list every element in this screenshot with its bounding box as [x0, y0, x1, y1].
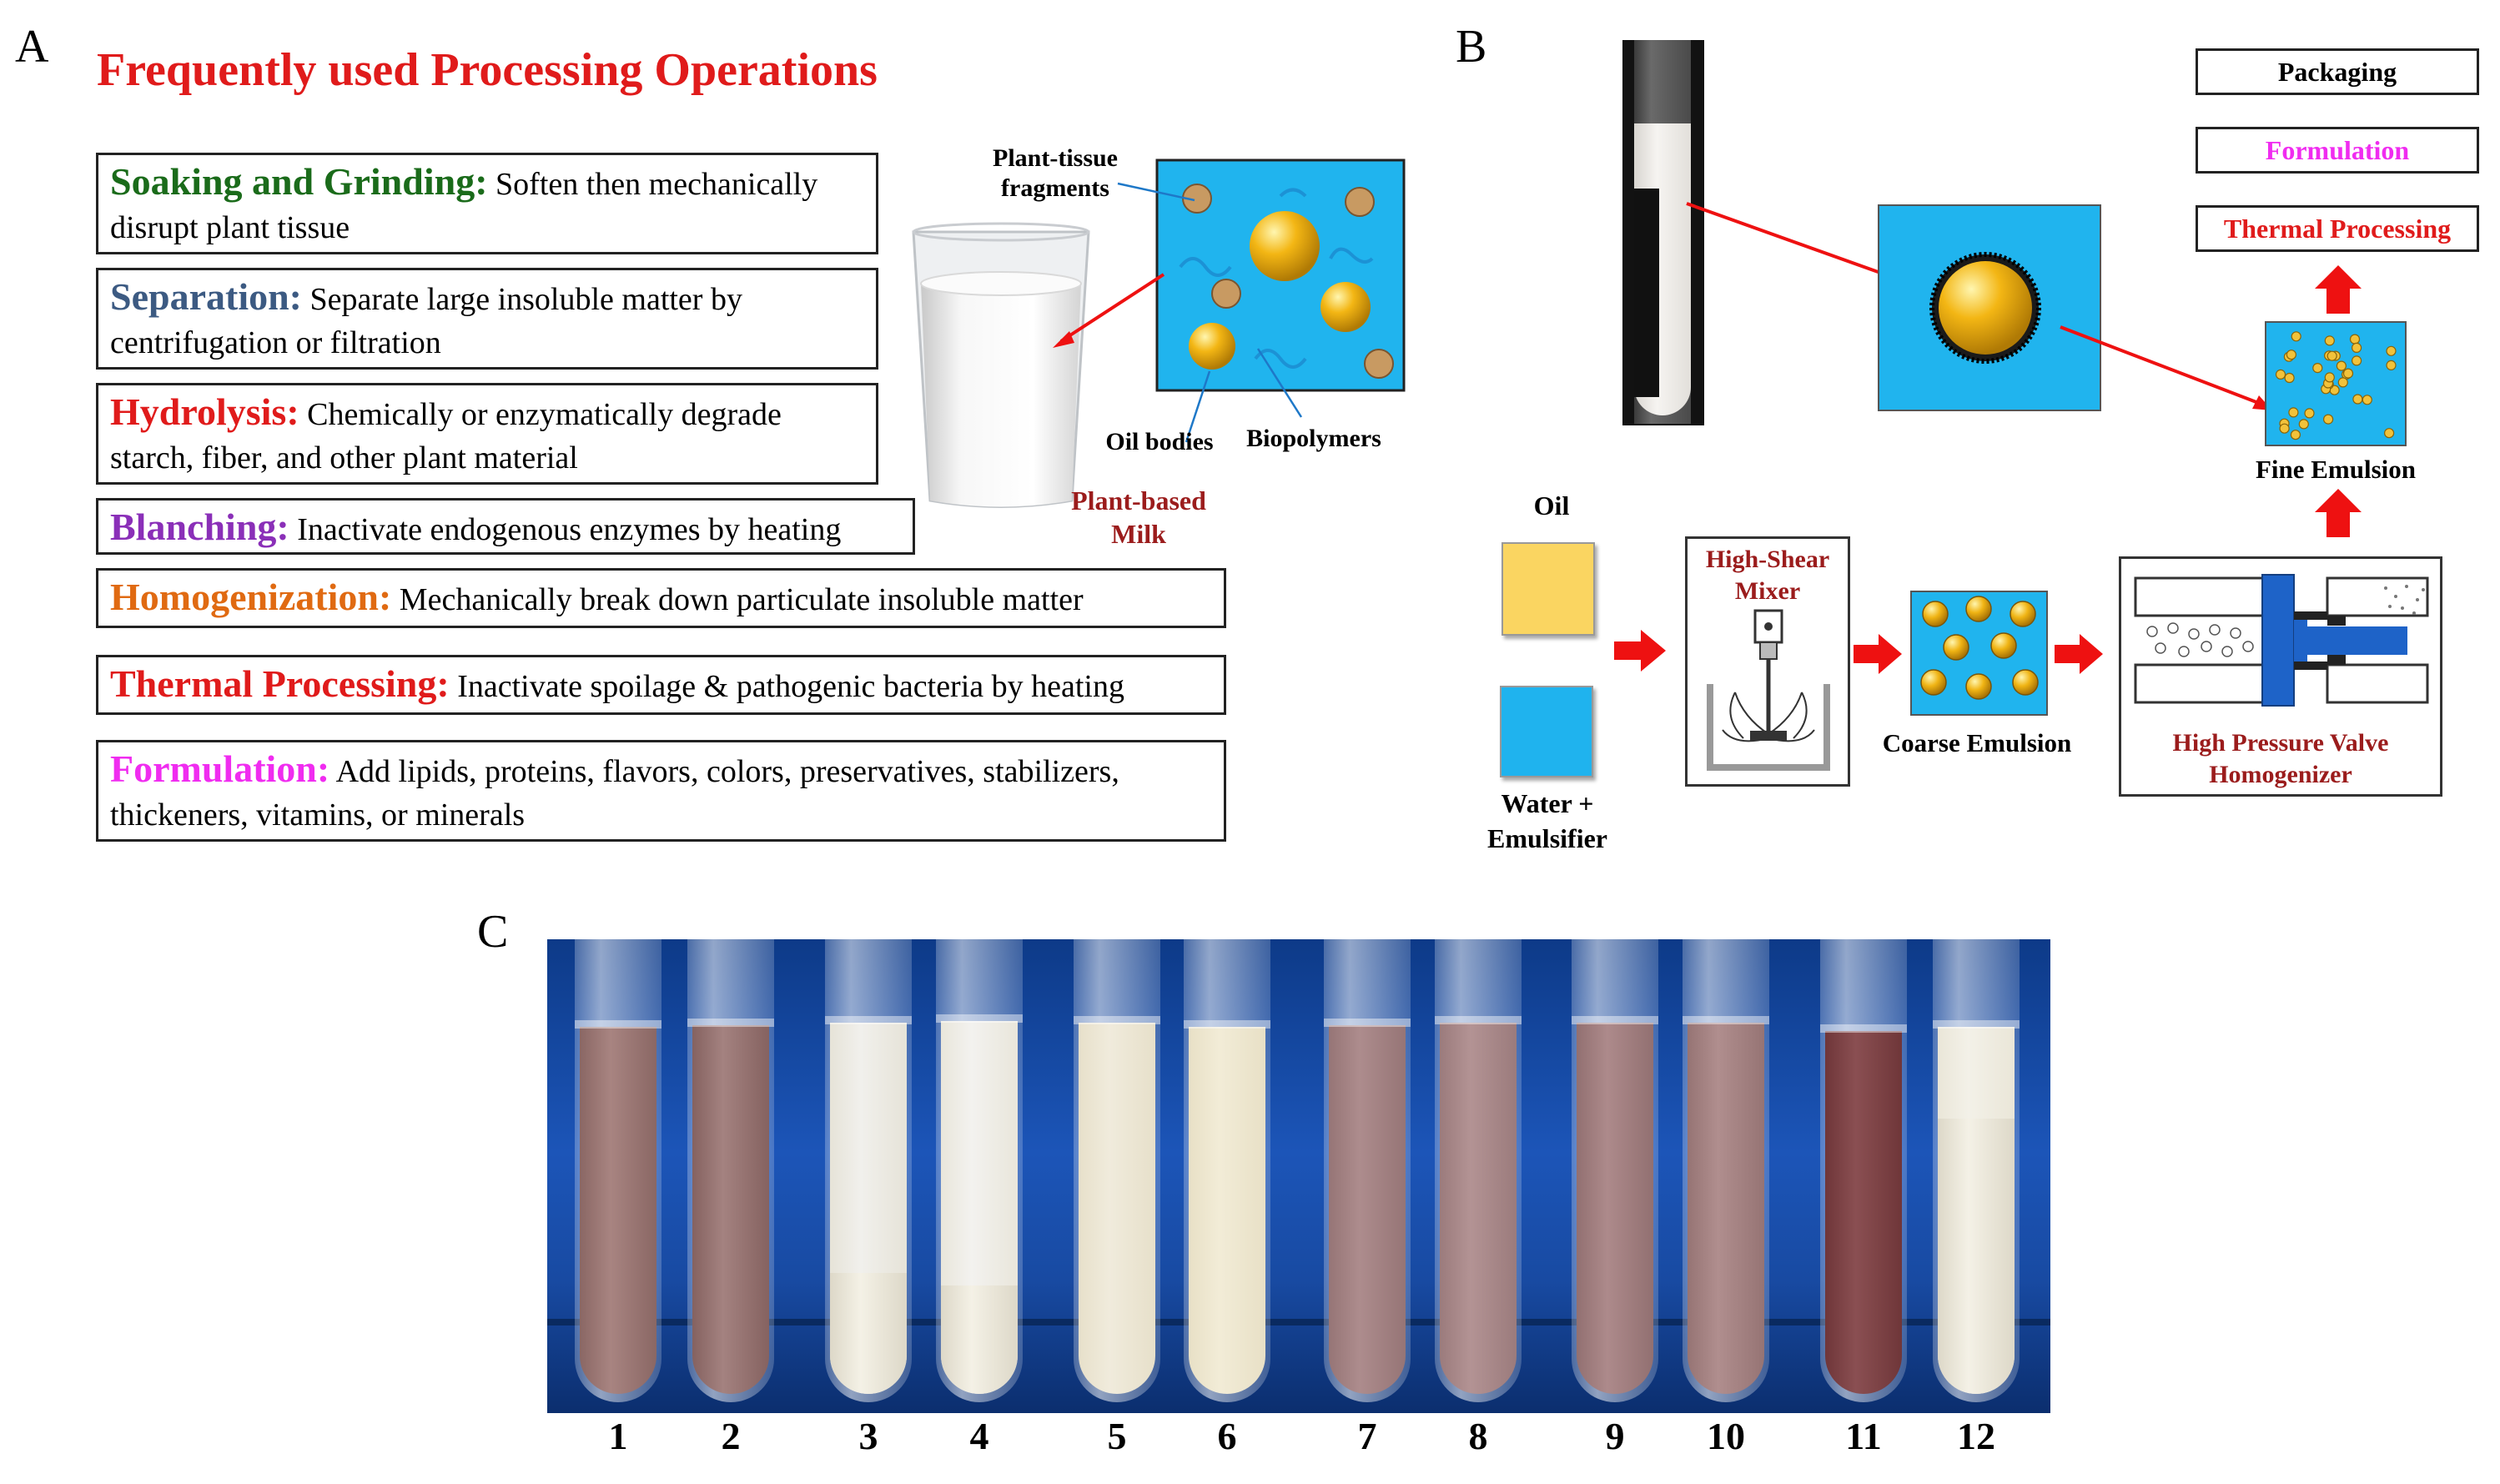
stack-step-box: Thermal Processing [2196, 205, 2479, 252]
arrow-to-mixer [1614, 630, 1666, 672]
panel-letter-b: B [1456, 21, 1487, 73]
emulsion-tube-photo [1622, 40, 1704, 425]
sample-tube [575, 939, 661, 1402]
operation-description: Soften then mechanically disrupt plant t… [110, 167, 818, 245]
homogenizer-valve-icon [2134, 574, 2429, 707]
operation-description: Inactivate endogenous enzymes by heating [289, 512, 842, 547]
operation-box: Separation: Separate large insoluble mat… [96, 268, 878, 370]
tube-number: 7 [1357, 1415, 1377, 1457]
water-phase-square [1500, 686, 1593, 777]
tube-number: 12 [1957, 1415, 1995, 1457]
tubes-photo [547, 939, 2050, 1413]
tube-number: 10 [1707, 1415, 1745, 1457]
operation-box: Homogenization: Mechanically break down … [96, 568, 1226, 628]
stack-step-box: Packaging [2196, 48, 2479, 95]
milk-arrow [1053, 273, 1165, 348]
operation-term: Separation: [110, 275, 302, 318]
sample-tube [1572, 939, 1658, 1402]
operation-term: Formulation: [110, 747, 330, 790]
tube-number: 4 [969, 1415, 989, 1457]
panel-letter-c: C [477, 906, 509, 958]
tube-number: 11 [1845, 1415, 1882, 1457]
fine-emulsion-label: Fine Emulsion [2255, 455, 2417, 484]
arrow-to-coarse [1854, 634, 1902, 674]
operation-box: Soaking and Grinding: Soften then mechan… [96, 153, 878, 254]
stack-step-box: Formulation [2196, 127, 2479, 174]
fine-emulsion-box [2265, 321, 2407, 446]
panel-letter-a: A [15, 21, 49, 73]
tube-number: 8 [1468, 1415, 1488, 1457]
sample-tube [1820, 939, 1907, 1402]
homogenizer-label: High Pressure Valve Homogenizer [2172, 729, 2389, 788]
operation-description: Inactivate spoilage & pathogenic bacteri… [449, 669, 1124, 704]
droplet-to-fine-arrow [2060, 325, 2272, 410]
water-emulsifier-label: Water + Emulsifier [1487, 788, 1607, 853]
sample-tube [1074, 939, 1160, 1402]
operation-term: Hydrolysis: [110, 390, 299, 433]
up-arrow-bottom [2315, 489, 2362, 537]
oil-bodies-label: Oil bodies [1105, 428, 1214, 455]
operation-box: Formulation: Add lipids, proteins, flavo… [96, 740, 1226, 842]
operation-term: Thermal Processing: [110, 662, 450, 705]
operation-box: Thermal Processing: Inactivate spoilage … [96, 655, 1226, 715]
operation-description: Add lipids, proteins, flavors, colors, p… [110, 754, 1119, 833]
sample-tube [936, 939, 1023, 1402]
panel-a-title: Frequently used Processing Operations [97, 44, 878, 96]
oil-label: Oil [1533, 490, 1570, 521]
operation-description: Chemically or enzymatically degrade star… [110, 397, 782, 475]
plant-milk-microstructure [1155, 158, 1406, 392]
tube-number: 3 [858, 1415, 878, 1457]
plant-based-milk-label: Plant-based Milk [1071, 485, 1206, 549]
oil-phase-square [1502, 542, 1595, 636]
tube-number: 2 [721, 1415, 741, 1457]
milk-glass-illustration [912, 222, 1090, 508]
operation-term: Homogenization: [110, 576, 392, 618]
sample-tube [1683, 939, 1769, 1402]
arrow-to-homogenizer [2055, 634, 2103, 674]
operation-box: Blanching: Inactivate endogenous enzymes… [96, 498, 915, 555]
sample-tube [687, 939, 774, 1402]
operation-term: Soaking and Grinding: [110, 160, 488, 203]
operation-box: Hydrolysis: Chemically or enzymatically … [96, 383, 878, 485]
sample-tube [1933, 939, 2020, 1402]
tube-number: 6 [1217, 1415, 1237, 1457]
sample-tube [1435, 939, 1522, 1402]
biopolymers-label: Biopolymers [1246, 425, 1381, 452]
tube-number: 5 [1107, 1415, 1127, 1457]
coarse-emulsion-label: Coarse Emulsion [1882, 728, 2072, 757]
operation-term: Blanching: [110, 506, 289, 548]
sample-tube [1184, 939, 1270, 1402]
up-arrow-top [2315, 265, 2362, 314]
mixer-icon [1707, 609, 1830, 771]
tube-number: 1 [608, 1415, 628, 1457]
sample-tube [1324, 939, 1411, 1402]
operation-description: Mechanically break down particulate inso… [391, 582, 1084, 617]
sample-tube [825, 939, 912, 1402]
leader-lines [1117, 182, 1303, 443]
tissue-fragments-label: Plant-tissue fragments [993, 144, 1118, 202]
operation-description: Separate large insoluble matter by centr… [110, 282, 742, 360]
high-shear-mixer-label: High-Shear Mixer [1705, 546, 1830, 605]
tube-number: 9 [1605, 1415, 1625, 1457]
coarse-emulsion-box [1910, 591, 2048, 716]
stabilized-droplet [1878, 204, 2101, 411]
